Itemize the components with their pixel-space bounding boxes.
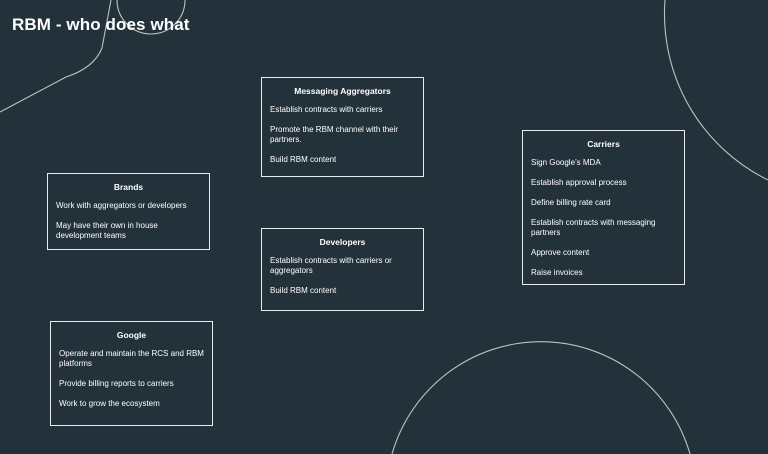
brands-heading: Brands <box>113 182 144 192</box>
aggregators-item: Build RBM content <box>270 155 337 164</box>
carriers-item: Sign Google’s MDA <box>531 158 601 167</box>
carriers-heading: Carriers <box>587 139 620 149</box>
carriers-item: Raise invoices <box>531 268 583 277</box>
google-item: Provide billing reports to carriers <box>59 379 174 388</box>
carriers-item: Approve content <box>531 248 590 257</box>
brands-box: Brands Work with aggregators or develope… <box>47 173 210 250</box>
messaging-aggregators-heading: Messaging Aggregators <box>294 86 391 96</box>
brands-item: May have their own in house development … <box>56 221 158 240</box>
developers-heading: Developers <box>319 237 366 247</box>
aggregators-item: Establish contracts with carriers <box>270 105 383 114</box>
developers-item: Build RBM content <box>270 286 337 295</box>
carriers-item: Define billing rate card <box>531 198 611 207</box>
brands-item: Work with aggregators or developers <box>56 201 187 210</box>
messaging-aggregators-box: Messaging Aggregators Establish contract… <box>261 77 424 177</box>
carriers-box: Carriers Sign Google’s MDA Establish app… <box>522 130 685 285</box>
carriers-item: Establish contracts with messaging partn… <box>531 218 656 237</box>
google-heading: Google <box>116 330 147 340</box>
aggregators-item: Promote the RBM channel with their partn… <box>270 125 399 144</box>
google-item: Operate and maintain the RCS and RBM pla… <box>59 349 204 368</box>
developers-item: Establish contracts with carriers or agg… <box>270 256 392 275</box>
google-box: Google Operate and maintain the RCS and … <box>50 321 213 426</box>
carriers-item: Establish approval process <box>531 178 627 187</box>
page-title: RBM - who does what <box>12 15 190 34</box>
google-item: Work to grow the ecosystem <box>59 399 160 408</box>
bottom-large-arc <box>391 341 691 454</box>
developers-box: Developers Establish contracts with carr… <box>261 228 424 311</box>
